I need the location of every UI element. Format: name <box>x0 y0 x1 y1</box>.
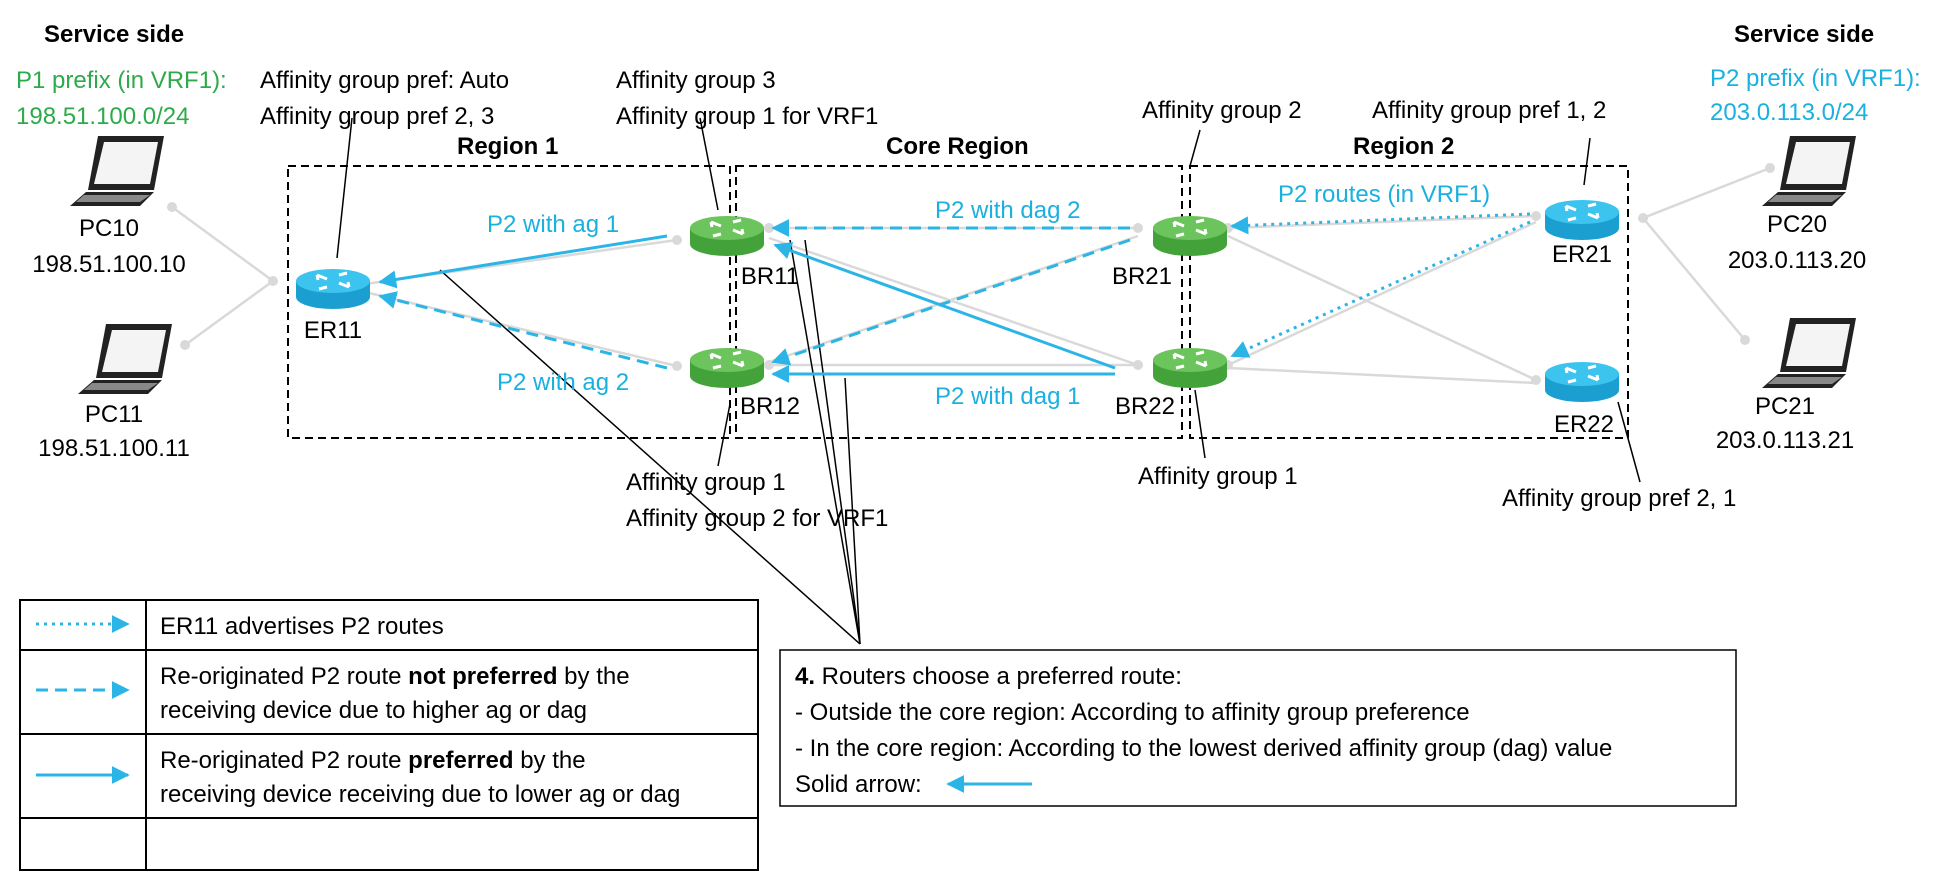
callout-line3: Solid arrow: <box>795 771 922 798</box>
br11-annotation-line1: Affinity group 3 <box>616 67 776 94</box>
pc21-ip: 203.0.113.21 <box>1716 427 1854 454</box>
pc10-laptop-icon <box>70 136 164 206</box>
route-label-p2-ag1: P2 with ag 1 <box>487 211 619 238</box>
er11-annotation-line2: Affinity group pref 2, 3 <box>260 103 494 130</box>
er22-annotation: Affinity group pref 2, 1 <box>1502 485 1736 512</box>
right-service-title: Service side <box>1734 21 1874 48</box>
route-br11-to-er11-solid <box>378 234 668 289</box>
callout-title: 4. Routers choose a preferred route: <box>795 663 1182 690</box>
annotation-pointers <box>336 117 1641 645</box>
br12-label: BR12 <box>740 393 800 420</box>
er11-router-icon <box>294 267 372 311</box>
route-er21-to-br21-dotted <box>1230 212 1531 235</box>
route-label-p2-ag2: P2 with ag 2 <box>497 369 629 396</box>
legend-row2-line2: receiving device due to higher ag or dag <box>160 697 587 724</box>
br11-router-icon <box>688 214 766 258</box>
legend-row3-line2: receiving device receiving due to lower … <box>160 781 680 808</box>
route-label-p2-dag1: P2 with dag 1 <box>935 383 1080 410</box>
left-service-title: Service side <box>44 21 184 48</box>
br21-annotation: Affinity group 2 <box>1142 97 1302 124</box>
pc20-ip: 203.0.113.20 <box>1728 247 1866 274</box>
callout-box: 4. Routers choose a preferred route: - O… <box>779 649 1737 807</box>
right-prefix-label: P2 prefix (in VRF1): <box>1710 65 1921 92</box>
er22-label: ER22 <box>1554 411 1614 438</box>
br12-annotation-line2: Affinity group 2 for VRF1 <box>626 505 888 532</box>
er21-label: ER21 <box>1552 241 1612 268</box>
er21-router-icon <box>1543 198 1621 242</box>
pc10-name: PC10 <box>79 215 139 242</box>
route-label-p2-dag2: P2 with dag 2 <box>935 197 1080 224</box>
pc21-laptop-icon <box>1762 318 1856 388</box>
region-1-title: Region 1 <box>457 133 558 160</box>
er22-router-icon <box>1543 360 1621 404</box>
callout-line1: - Outside the core region: According to … <box>795 699 1470 726</box>
br11-label: BR11 <box>741 263 799 290</box>
physical-links <box>171 166 1771 385</box>
pc11-ip: 198.51.100.11 <box>38 435 190 462</box>
route-er21-to-br22-dotted <box>1230 220 1531 358</box>
er11-annotation-line1: Affinity group pref: Auto <box>260 67 509 94</box>
route-label-p2-routes: P2 routes (in VRF1) <box>1278 181 1490 208</box>
pc10-ip: 198.51.100.10 <box>32 251 185 278</box>
route-arrows <box>378 212 1531 383</box>
region-2-box <box>1189 165 1629 439</box>
er21-annotation: Affinity group pref 1, 2 <box>1372 97 1606 124</box>
route-br22-to-br11-solid <box>773 242 1116 370</box>
pc20-name: PC20 <box>1767 211 1827 238</box>
er11-label: ER11 <box>304 317 362 344</box>
core-region-title: Core Region <box>886 133 1029 160</box>
legend-table: ER11 advertises P2 routes Re-originated … <box>19 599 759 871</box>
legend-row2-line1: Re-originated P2 route not preferred by … <box>160 663 630 690</box>
left-prefix-label: P1 prefix (in VRF1): <box>16 67 227 94</box>
right-prefix-value: 203.0.113.0/24 <box>1710 99 1868 126</box>
pc11-name: PC11 <box>85 401 143 428</box>
region-1-box <box>287 165 731 439</box>
br11-annotation-line2: Affinity group 1 for VRF1 <box>616 103 878 130</box>
left-prefix-value: 198.51.100.0/24 <box>16 103 190 130</box>
route-br12-to-er11-dashed <box>378 291 668 370</box>
br22-label: BR22 <box>1115 393 1175 420</box>
pc11-laptop-icon <box>78 324 172 394</box>
legend-row3-line1: Re-originated P2 route preferred by the <box>160 747 586 774</box>
core-region-box <box>735 165 1183 439</box>
br12-annotation-line1: Affinity group 1 <box>626 469 786 496</box>
legend-row1-text: ER11 advertises P2 routes <box>160 613 444 640</box>
br22-router-icon <box>1151 346 1229 390</box>
br22-annotation: Affinity group 1 <box>1138 463 1298 490</box>
br21-router-icon <box>1151 214 1229 258</box>
pc21-name: PC21 <box>1755 393 1815 420</box>
region-2-title: Region 2 <box>1353 133 1454 160</box>
region-boxes <box>287 165 1629 439</box>
route-br21-to-br12-dashed <box>771 238 1131 366</box>
link-endpoints <box>167 163 1775 385</box>
callout-line2: - In the core region: According to the l… <box>795 735 1612 762</box>
br21-label: BR21 <box>1112 263 1172 290</box>
pc20-laptop-icon <box>1762 136 1856 206</box>
br12-router-icon <box>688 346 766 390</box>
